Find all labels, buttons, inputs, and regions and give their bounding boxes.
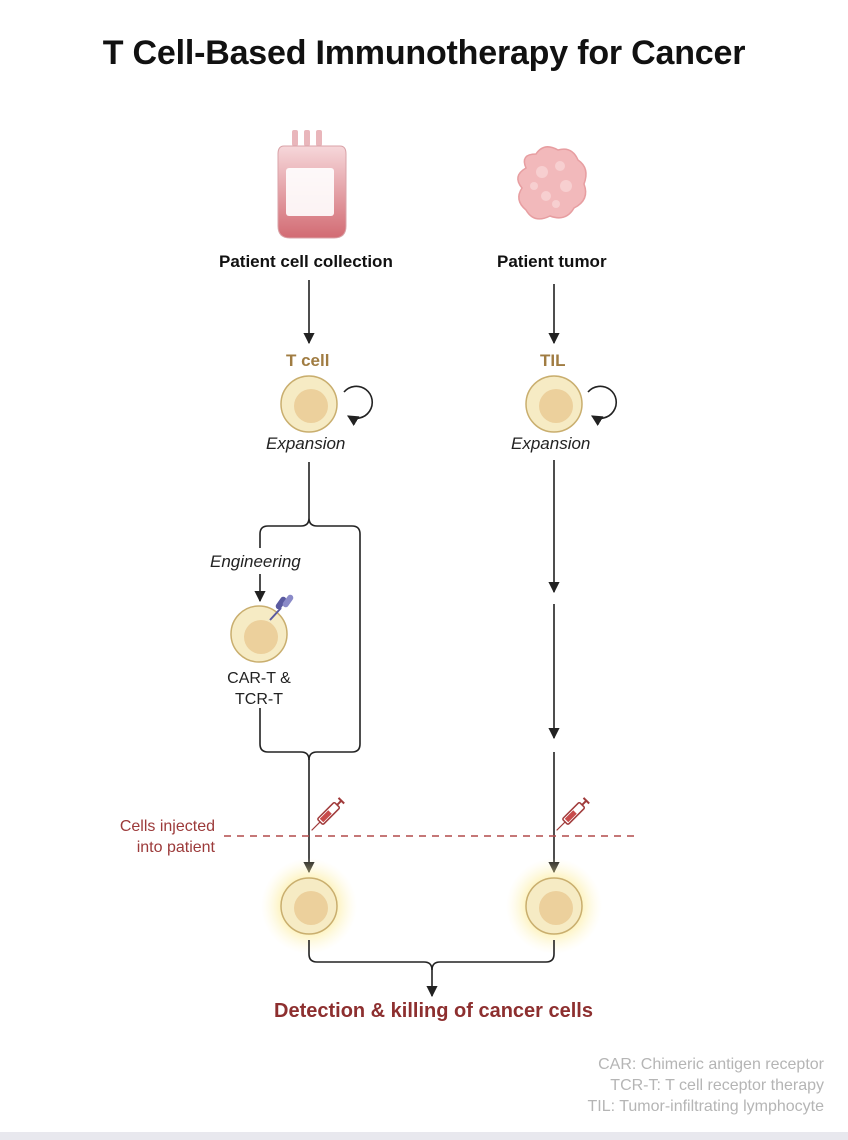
engineered-cell-icon bbox=[230, 605, 288, 663]
legend-item: TCR-T: T cell receptor therapy bbox=[610, 1077, 824, 1094]
activated-cell-left bbox=[261, 858, 357, 954]
source-label-right: Patient tumor bbox=[497, 252, 607, 271]
engineering-label: Engineering bbox=[210, 552, 301, 571]
expansion-label-left: Expansion bbox=[266, 434, 346, 453]
til-label: TIL bbox=[540, 351, 566, 370]
engineered-label-line1: CAR-T & bbox=[227, 670, 291, 687]
split-connector bbox=[259, 462, 361, 761]
til-cell-icon bbox=[525, 375, 583, 433]
t-cell-icon bbox=[280, 375, 338, 433]
tumor-icon bbox=[517, 146, 587, 220]
injection-label: Cells injected into patient bbox=[90, 816, 215, 858]
receptor-icon bbox=[269, 594, 294, 621]
expansion-loop-icon bbox=[343, 385, 374, 426]
legend-item: CAR: Chimeric antigen receptor bbox=[598, 1056, 824, 1073]
bottom-strip bbox=[0, 1132, 848, 1140]
source-label-left: Patient cell collection bbox=[219, 252, 393, 271]
legend-item: TIL: Tumor-infiltrating lymphocyte bbox=[587, 1098, 824, 1115]
page-title: T Cell-Based Immunotherapy for Cancer bbox=[102, 34, 746, 72]
legend: CAR: Chimeric antigen receptor TCR-T: T … bbox=[587, 1054, 824, 1117]
expansion-label-right: Expansion bbox=[511, 434, 591, 453]
activated-cell-right bbox=[506, 858, 602, 954]
syringe-icon-right bbox=[556, 797, 590, 831]
t-cell-label: T cell bbox=[286, 351, 330, 370]
injection-label-line2: into patient bbox=[136, 839, 215, 856]
injection-label-line1: Cells injected bbox=[119, 818, 215, 835]
blood-bag-icon bbox=[277, 130, 347, 239]
syringe-icon bbox=[311, 797, 345, 831]
expansion-loop-icon-right bbox=[587, 385, 618, 426]
engineered-label-line2: TCR-T bbox=[235, 691, 283, 708]
outcome-bracket bbox=[308, 940, 555, 971]
merge-connector bbox=[259, 708, 310, 761]
engineered-cell-label: CAR-T & TCR-T bbox=[214, 668, 304, 710]
outcome-label: Detection & killing of cancer cells bbox=[274, 1000, 593, 1022]
